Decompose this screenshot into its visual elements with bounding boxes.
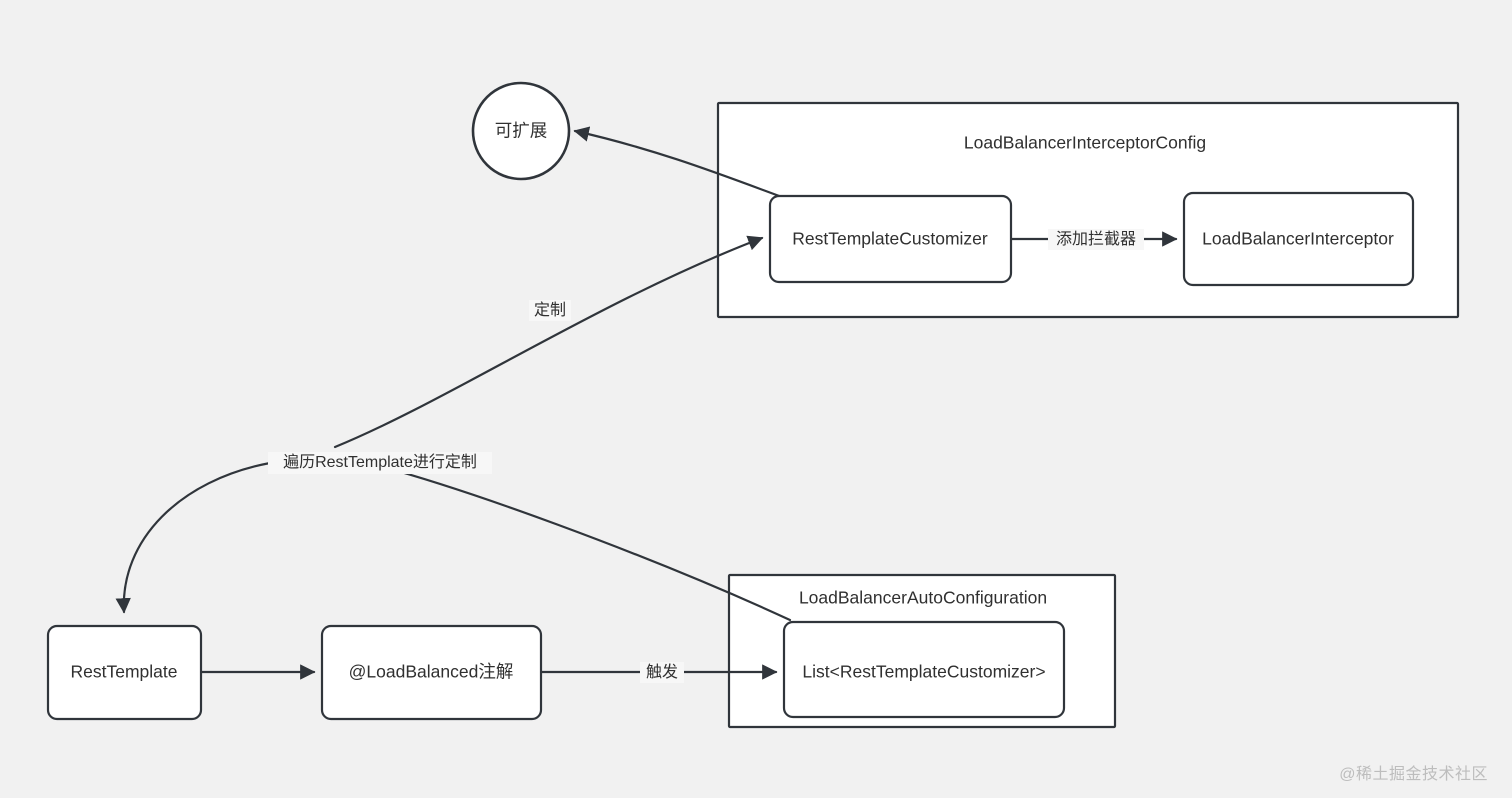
edge-label-traverse-bg (268, 452, 492, 474)
group-interceptor-config-title: LoadBalancerInterceptorConfig (964, 133, 1206, 153)
edge-label-traverse: 遍历RestTemplate进行定制 (268, 452, 492, 474)
watermark: @稀土掘金技术社区 (1339, 766, 1488, 783)
node-customizer-list[interactable]: List<RestTemplateCustomizer> (782, 620, 1066, 719)
node-load-balancer-interceptor-shape[interactable] (1182, 191, 1415, 287)
edge-label-trigger-text: 触发 (646, 663, 678, 681)
node-load-balanced-annotation-label: @LoadBalanced注解 (349, 662, 514, 682)
node-extensible[interactable]: 可扩展 (471, 81, 571, 181)
node-rest-template-customizer[interactable]: RestTemplateCustomizer (768, 194, 1013, 284)
node-customizer-list-label: List<RestTemplateCustomizer> (802, 662, 1045, 682)
node-extensible-shape[interactable] (471, 81, 571, 181)
node-customizer-list-shape[interactable] (782, 620, 1066, 719)
node-load-balancer-interceptor-label: LoadBalancerInterceptor (1202, 229, 1394, 249)
node-rest-template-customizer-shape[interactable] (768, 194, 1013, 284)
node-load-balanced-annotation[interactable]: @LoadBalanced注解 (320, 624, 543, 721)
edge-label-customize-bg (529, 300, 571, 321)
edge-label-traverse-text: 遍历RestTemplate进行定制 (283, 453, 477, 471)
node-rest-template[interactable]: RestTemplate (46, 624, 203, 721)
group-auto-configuration-title: LoadBalancerAutoConfiguration (799, 588, 1047, 608)
node-load-balancer-interceptor[interactable]: LoadBalancerInterceptor (1182, 191, 1415, 287)
node-extensible-label: 可扩展 (495, 121, 548, 141)
node-load-balanced-annotation-shape[interactable] (320, 624, 543, 721)
edge-traverse-to-rest-template (115, 461, 272, 614)
edge-label-customize: 定制 (529, 300, 571, 321)
node-rest-template-shape[interactable] (46, 624, 203, 721)
edge-customize-to-customizer (333, 235, 764, 449)
node-rest-template-label: RestTemplate (71, 662, 178, 682)
node-rest-template-customizer-label: RestTemplateCustomizer (792, 229, 988, 249)
edge-label-add-interceptor-text: 添加拦截器 (1056, 230, 1136, 248)
edge-label-customize-text: 定制 (534, 301, 566, 319)
edge-label-trigger-bg (640, 662, 684, 683)
edge-label-add-interceptor: 添加拦截器 (1048, 229, 1144, 250)
edge-traverse-segment-a (333, 453, 792, 622)
edge-customizer-to-extensible (573, 126, 792, 202)
edge-label-trigger: 触发 (640, 662, 684, 683)
edge-label-add-interceptor-bg (1048, 229, 1144, 250)
